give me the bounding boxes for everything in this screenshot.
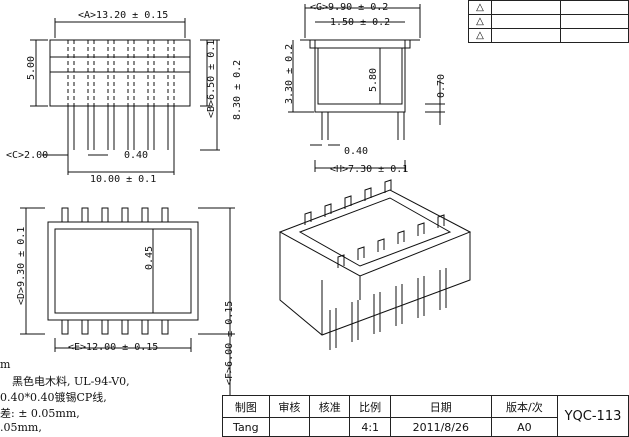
- dim-10: 10.00 ± 0.1: [90, 174, 156, 185]
- header-reviewed: 审核: [268, 394, 311, 419]
- dim-3-30: 3.30 ± 0.2: [284, 44, 295, 104]
- dim-040-b: 0.40: [344, 146, 368, 157]
- header-drawn-by: 制图: [222, 394, 270, 419]
- dim-A: <A>13.20 ± 0.15: [78, 10, 168, 21]
- header-date: 日期: [389, 394, 492, 419]
- dim-D: <D>9.30 ± 0.1: [16, 227, 27, 305]
- note-line-3: 0.40*0.40镀锡CP线,: [0, 391, 107, 404]
- revision-table: △ △ △: [468, 0, 629, 43]
- revision-symbol: △: [468, 14, 492, 29]
- side-view: [288, 4, 445, 172]
- dim-C: <C>2.00: [6, 150, 48, 161]
- note-line-4: 差: ± 0.05mm,: [0, 407, 80, 420]
- dim-B: <B>6.50 ± 0.1: [206, 40, 217, 118]
- note-line-5: .05mm,: [0, 421, 42, 434]
- top-view: [20, 207, 235, 395]
- header-approved: 核准: [309, 394, 351, 419]
- value-scale: 4:1: [349, 417, 391, 437]
- header-scale: 比例: [349, 394, 391, 419]
- dim-G: <G>9.90 ± 0.2: [310, 2, 388, 13]
- dim-0-45: 0.45: [144, 246, 155, 270]
- dim-5: 5.00: [26, 56, 37, 80]
- dim-H: <H>7.30 ± 0.1: [330, 164, 408, 175]
- dim-0-70: 0.70: [436, 74, 447, 98]
- note-line-1: m: [0, 358, 11, 371]
- value-reviewed: [268, 417, 311, 437]
- isometric-view: [278, 179, 472, 350]
- dim-8-30: 8.30 ± 0.2: [232, 60, 243, 120]
- front-view: [30, 18, 220, 175]
- revision-symbol: △: [468, 28, 492, 43]
- value-date: 2011/8/26: [389, 417, 492, 437]
- value-version: A0: [490, 417, 559, 437]
- title-block: 制图 审核 核准 比例 日期 版本/次 YQC-113 Tang 4:1 201…: [222, 394, 629, 437]
- dim-5-80: 5.80: [368, 68, 379, 92]
- note-line-2: 黑色电木料, UL-94-V0,: [12, 375, 130, 388]
- dim-040-a: 0.40: [124, 150, 148, 161]
- dim-E: <E>12.00 ± 0.15: [68, 342, 158, 353]
- revision-symbol: △: [468, 0, 492, 15]
- value-approved: [309, 417, 351, 437]
- header-version: 版本/次: [490, 394, 559, 419]
- dim-F: <F>6.00 ± 0.15: [224, 301, 235, 385]
- drawing-code: YQC-113: [557, 395, 629, 437]
- dim-1-50: 1.50 ± 0.2: [330, 17, 390, 28]
- value-drawn-by: Tang: [222, 417, 270, 437]
